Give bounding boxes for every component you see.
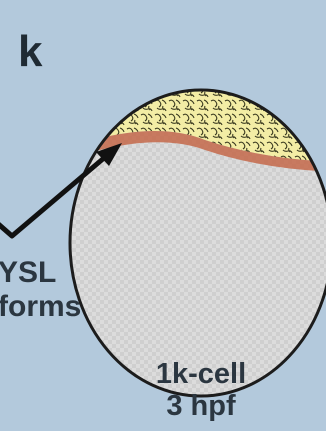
stage-caption-time: 3 hpf [96, 390, 306, 422]
forms-label: forms [0, 292, 81, 322]
panel-letter: k [18, 30, 42, 74]
ysl-label: YSL [0, 258, 56, 288]
stage-caption-cell: 1k-cell [96, 358, 306, 390]
